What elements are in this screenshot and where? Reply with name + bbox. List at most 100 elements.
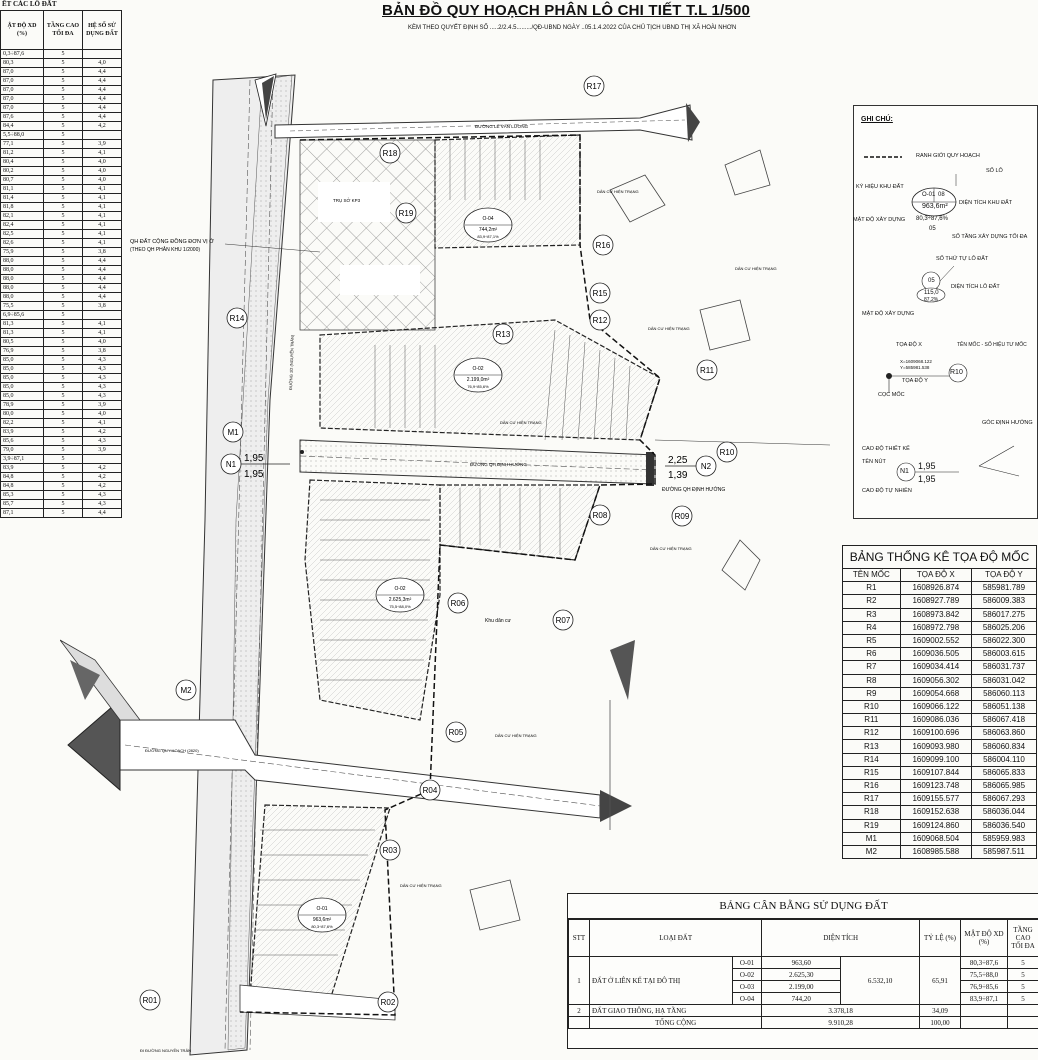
coord-cell: 1609093.980 (899, 739, 972, 754)
coord-cell: R7 (842, 660, 901, 675)
existing-houses (469, 149, 771, 931)
ref-point-r09: R09 (671, 505, 693, 527)
legend-ten-moc: TÊN MỐC - SỐ HIỆU TƯ MỐC (957, 342, 1027, 348)
label-vertical-road: ĐƯỜNG 1/2 (NGUYỄN TRÂN) (288, 334, 295, 390)
bal-floors-3: 5 (1007, 980, 1038, 993)
coord-cell: 1609124.860 (899, 818, 972, 833)
coord-cell: R3 (842, 607, 901, 622)
ref-point-label: R12 (593, 316, 608, 325)
legend-coc-moc: CỌC MỐC (878, 392, 905, 398)
legend-lot-num: 05 (928, 278, 935, 284)
lot-table-cell: 85,0 (0, 382, 44, 392)
ref-point-label: M2 (180, 686, 192, 695)
zone-mid-area: 2.199,0m² (467, 377, 490, 383)
bal-floors-1: 5 (1007, 956, 1038, 969)
bal-area-4: 744,20 (761, 992, 842, 1005)
coord-cell: R18 (842, 805, 901, 820)
zone-mid-density: 76,9÷85,6% (467, 384, 489, 389)
label-dan-cu-2: DÂN CƯ HIỆN TRẠNG (735, 266, 777, 271)
lot-table-cell: 76,9 (0, 346, 44, 356)
zone-o-01-density: 80,3÷87,6% (311, 924, 333, 929)
ref-point-r12: R12 (589, 309, 611, 331)
coord-cell: 1609002.552 (899, 633, 972, 649)
label-dan-cu-5: DÂN CƯ HIỆN TRẠNG (650, 546, 692, 551)
ref-point-r17: R17 (583, 75, 605, 97)
lot-table-cell: 75,9 (0, 247, 44, 257)
zone-o-04-area: 744,2m² (479, 227, 498, 233)
lot-table-cell: 80,4 (0, 157, 44, 167)
lot-table-cell: 88,0 (0, 283, 44, 293)
bal-density-4: 83,9÷87,1 (960, 992, 1008, 1005)
ref-point-r07: R07 (552, 609, 574, 631)
lot-table-cell: 84,8 (0, 481, 44, 491)
lot-table-cell: 88,0 (0, 274, 44, 284)
ref-point-label: R09 (675, 512, 690, 521)
node-n1-top: 1,95 (244, 453, 264, 464)
legend-num: 08 (938, 192, 945, 198)
legend-dien-tich-lo: DIỆN TÍCH LÔ ĐẤT (951, 284, 1000, 290)
vertical-road (189, 73, 296, 1056)
ref-point-r15: R15 (589, 282, 611, 304)
ref-point-label: R08 (593, 511, 608, 520)
coord-cell: 586065.833 (970, 765, 1038, 781)
legend-area: 963,6m² (922, 203, 948, 210)
legend-coord-x: X=1609068.122 (900, 359, 932, 364)
label-dinh-huong-2: ĐƯỜNG QH ĐỊNH HƯỚNG (470, 461, 527, 467)
coord-cell: R6 (842, 647, 901, 662)
label-dan-cu-6: DÂN CƯ HIỆN TRẠNG (495, 733, 537, 738)
bal-density-2: 75,5÷88,0 (960, 968, 1008, 981)
bal-header-ratio: TỶ LỆ (%) (919, 919, 961, 957)
bal-stt-2: 2 (568, 1004, 590, 1017)
ref-point-label: R19 (399, 209, 414, 218)
lot-table-cell: 0,3÷87,6 (0, 49, 44, 59)
lot-table-cell: 80,0 (0, 409, 44, 419)
lot-table-cell: 81,2 (0, 148, 44, 158)
legend-lot-area: 115,0 (924, 290, 939, 296)
lot-table-cell: 80,5 (0, 337, 44, 347)
coord-cell: 585981.789 (970, 581, 1038, 596)
balance-title: BẢNG CÂN BẰNG SỬ DỤNG ĐẤT (568, 894, 1038, 919)
bal-floors-4: 5 (1007, 992, 1038, 1005)
label-dinh-huong: ĐƯỜNG QH ĐỊNH HƯỚNG (662, 486, 725, 493)
lot-table-cell: 83,9 (0, 427, 44, 437)
legend-cao-do-tn: CAO ĐỘ TỰ NHIÊN (862, 488, 912, 494)
lot-table: ẬT ĐỘ XD (%) TẦNG CAO TỐI ĐA HỆ SỐ SỬ DỤ… (0, 10, 122, 518)
map-subtitle: KÈM THEO QUYẾT ĐỊNH SỐ .....2/2.4.5.....… (408, 25, 737, 31)
coord-cell: 586009.383 (970, 594, 1038, 609)
lot-table-cell: 81,8 (0, 202, 44, 212)
road-le-van-luong (274, 103, 700, 142)
lot-table-cell: 6,9÷85,6 (0, 310, 44, 320)
bal-total-1: 6.532,10 (840, 956, 920, 1005)
label-dan-cu-4: DÂN CƯ HIỆN TRẠNG (500, 420, 542, 425)
coord-header-y: TỌA ĐỘ Y (970, 567, 1038, 583)
coord-cell: R8 (842, 673, 901, 688)
bal-area-1: 963,60 (761, 956, 842, 969)
coord-cell: 586067.293 (970, 792, 1038, 807)
bal-code-3: O-03 (731, 980, 763, 993)
ref-point-m2: M2 (175, 679, 197, 701)
lot-detail-table: ẾT CÁC LÔ ĐẤT ẬT ĐỘ XD (%) TẦNG CAO TỐI … (0, 0, 122, 660)
ref-point-r10: R10 (716, 441, 738, 463)
lot-table-cell: 79,0 (0, 445, 44, 455)
coord-cell: R5 (842, 633, 901, 649)
lot-table-cell: 87,0 (0, 67, 44, 77)
ref-point-r08: R08 (589, 504, 611, 526)
lot-table-cell: 78,9 (0, 400, 44, 410)
label-cong-dong: QH ĐẤT CỘNG ĐỒNG ĐƠN VỊ Ở (130, 238, 214, 245)
coord-cell: 586063.860 (970, 726, 1038, 741)
legend-coord-y: Y=585981.538 (900, 365, 930, 370)
legend-density: 80,3÷87,6% (916, 216, 948, 222)
coordinate-table: BẢNG THỐNG KÊ TỌA ĐỘ MỐC TÊN MỐC TỌA ĐỘ … (842, 545, 1038, 860)
bal-density-3: 76,9÷85,6 (960, 980, 1008, 993)
